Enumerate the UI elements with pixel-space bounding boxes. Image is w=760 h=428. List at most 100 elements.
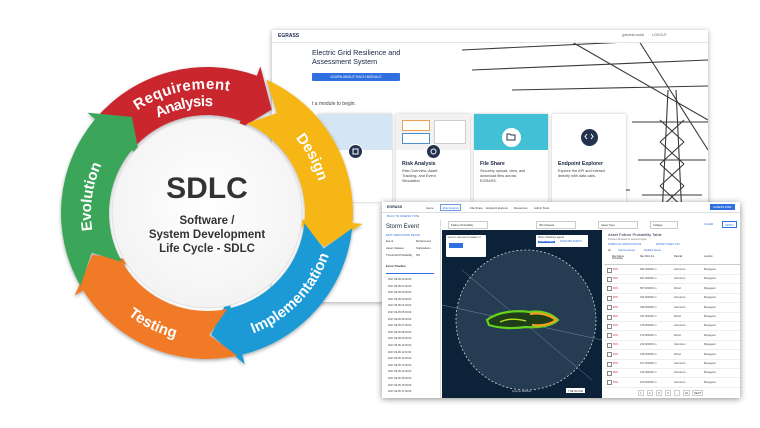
table-cell: 100.000000 m	[640, 380, 657, 384]
nav-admin-tools[interactable]: Admin Tools	[534, 205, 550, 210]
table-cell: 337.000000 m	[640, 315, 657, 318]
page-button[interactable]: NEXT	[692, 390, 704, 396]
table-cell: Mayaguez	[704, 277, 716, 281]
timestamp-item[interactable]: 2017-09-05 05:00:00	[388, 311, 412, 314]
row-checkbox[interactable]	[607, 276, 612, 282]
table-cell: Aluminum	[674, 305, 686, 309]
timestamp-item[interactable]: 2017-09-05 02:00:00	[388, 291, 412, 295]
storm-map[interactable]: SELECT FAILURE PROBABILITY Storm Trackin…	[442, 230, 602, 398]
timestamp-item[interactable]: 2017-09-05 06:00:00	[388, 317, 412, 321]
filter-wind-speed[interactable]: Wind Speed	[536, 221, 576, 229]
sdlc-subtitle-line: Software /	[180, 215, 236, 227]
tab-selected-assets[interactable]: Selected Assets	[618, 249, 636, 252]
legend-tab-affected-assets[interactable]: AFFECTED ASSETS	[560, 241, 582, 243]
filter-asset-type[interactable]: Asset Type	[598, 221, 638, 229]
apply-filters-button[interactable]: APPLY	[722, 221, 737, 228]
page-button[interactable]: 3	[656, 390, 662, 396]
timestamp-item[interactable]: 2017-09-05 00:00:00	[388, 278, 412, 281]
row-checkbox[interactable]	[607, 305, 612, 311]
legend-tab-wind-speed[interactable]: WIND SPEED	[538, 241, 555, 243]
timeline-slider[interactable]	[386, 273, 434, 274]
timestamp-item[interactable]: 2017-09-05 04:00:00	[388, 304, 412, 308]
nav-home[interactable]: Home	[426, 205, 434, 210]
row-checkbox[interactable]	[607, 370, 612, 376]
timestamp-item[interactable]: 2017-09-05 13:00:00	[388, 363, 412, 367]
landing-hero-title: Electric Grid Resilience and Assessment …	[312, 48, 401, 66]
row-checkbox[interactable]	[607, 267, 612, 273]
timestamp-item[interactable]: 2017-09-05 08:00:00	[388, 330, 412, 334]
selector-button[interactable]	[449, 243, 463, 248]
table-cell: 215.000000 m	[640, 352, 657, 356]
table-cell: Aluminum	[674, 268, 686, 271]
row-checkbox[interactable]	[607, 380, 612, 386]
table-cell: Mayaguez	[704, 371, 716, 375]
table-cell: 80%	[613, 296, 619, 300]
timestamp-item[interactable]: 2017-09-05 03:00:00	[388, 297, 412, 301]
row-checkbox[interactable]	[607, 314, 612, 320]
timestamp-item[interactable]: 2017-09-05 14:00:00	[388, 370, 412, 374]
timestamp-item[interactable]: 2017-09-05 09:00:00	[388, 337, 412, 341]
filter-voltage[interactable]: Voltage	[650, 221, 678, 229]
table-cell: Aluminum	[674, 277, 686, 281]
nav-risk-analysis[interactable]: Risk Analysis	[440, 204, 462, 211]
edit-setup-link[interactable]: EDIT SIMULATION SETUP	[386, 233, 421, 237]
module-card-file-share[interactable]: File Share Securely upload, view, and do…	[474, 114, 548, 202]
row-checkbox[interactable]	[607, 333, 612, 339]
timestamp-item[interactable]: 2017-09-05 07:00:00	[388, 324, 412, 328]
map-footer-left: Analysis Affected	[512, 390, 531, 393]
table-cell: Aluminum	[674, 296, 686, 300]
page-button[interactable]: ...	[674, 390, 681, 396]
row-checkbox[interactable]	[607, 295, 612, 301]
timestamp-item[interactable]: 2017-09-05 01:00:00	[388, 284, 412, 288]
row-checkbox[interactable]	[607, 323, 612, 329]
assess-risk-button[interactable]: ASSESS RISK	[710, 204, 735, 210]
tab-all[interactable]: All	[608, 249, 611, 252]
nav-endpoint-explorer[interactable]: Endpoint Explorer	[486, 205, 509, 210]
page-button[interactable]: 1	[638, 390, 644, 396]
page-button[interactable]: 10	[683, 390, 691, 396]
landing-user-link[interactable]: gabriela nadal	[622, 33, 644, 37]
learn-modules-button[interactable]: LEARN ABOUT EACH MODULE	[312, 73, 400, 81]
timestamp-item[interactable]: 2017-09-05 11:00:00	[388, 350, 412, 354]
timestamp-item[interactable]: 2017-09-05 17:00:00	[388, 390, 412, 394]
timestamp-item[interactable]: 2017-09-05 10:00:00	[388, 344, 412, 347]
module-card-endpoint-explorer[interactable]: Endpoint Explorer Explore the API and in…	[552, 114, 626, 202]
row-checkbox[interactable]	[607, 361, 612, 367]
page-button[interactable]: 4	[665, 390, 671, 396]
nav-resources[interactable]: Resources	[514, 205, 528, 210]
timestamp-item[interactable]: 2017-09-05 16:00:00	[388, 383, 412, 387]
filter-failure-probability[interactable]: Failure Probability	[448, 221, 488, 229]
timestamp-item[interactable]: 2017-09-05 12:00:00	[388, 357, 412, 361]
timestamp-item[interactable]: 2017-09-05 15:00:00	[388, 377, 412, 380]
landing-logout-link[interactable]: LOGOUT	[652, 33, 667, 37]
module-card-risk-analysis[interactable]: Risk Analysis Risk Overview, Asset Track…	[396, 114, 470, 202]
nav-file-share[interactable]: File Share	[470, 205, 483, 210]
page-button[interactable]: 2	[647, 390, 653, 396]
submit-modifications-button[interactable]: SUBMIT ALL MODIFICATIONS	[608, 243, 642, 246]
table-cell: Aluminum	[674, 371, 686, 375]
row-checkbox[interactable]	[607, 342, 612, 348]
probability-selector[interactable]: SELECT FAILURE PROBABILITY	[446, 235, 486, 257]
info-value: Mohammed	[416, 239, 431, 243]
row-checkbox[interactable]	[607, 286, 612, 292]
row-checkbox[interactable]	[607, 352, 612, 358]
back-link[interactable]: BACK TO ASSESS TYPE	[387, 214, 420, 218]
card-title: Risk Analysis	[402, 161, 436, 167]
export-asset-list-button[interactable]: EXPORT ASSET LIST	[656, 243, 680, 246]
table-cell: 80%	[613, 333, 619, 337]
clear-filters-button[interactable]: CLEAR	[704, 222, 714, 226]
tab-modified-assets[interactable]: Modified Assets	[644, 249, 661, 252]
